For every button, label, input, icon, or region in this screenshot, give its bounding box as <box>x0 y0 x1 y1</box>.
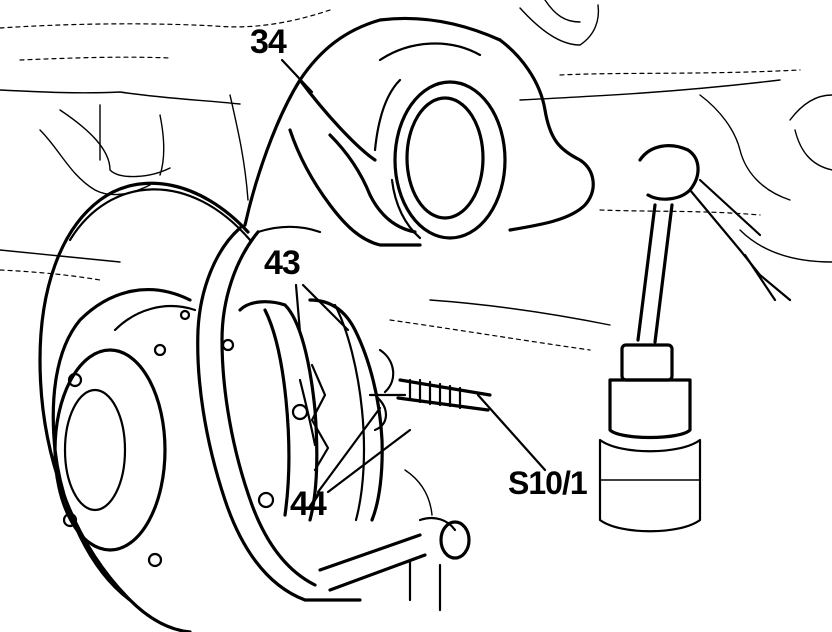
brake-carrier <box>196 225 362 602</box>
wear-sensor-cable <box>396 378 492 412</box>
steering-knuckle <box>243 16 595 247</box>
stabilizer-link <box>598 144 792 533</box>
hub-bore <box>373 42 507 240</box>
callout-leaders <box>280 58 547 494</box>
brake-pads <box>238 298 384 522</box>
retaining-springs <box>310 348 407 472</box>
background-body-outline <box>0 0 832 351</box>
callout-brake-pads: 43 <box>264 244 301 282</box>
brake-disc <box>38 181 252 632</box>
callout-retaining-springs: 44 <box>290 485 327 523</box>
callout-wear-sensor: S10/1 <box>508 465 588 501</box>
guide-pin <box>318 469 471 612</box>
callout-brake-carrier: 34 <box>250 23 287 61</box>
